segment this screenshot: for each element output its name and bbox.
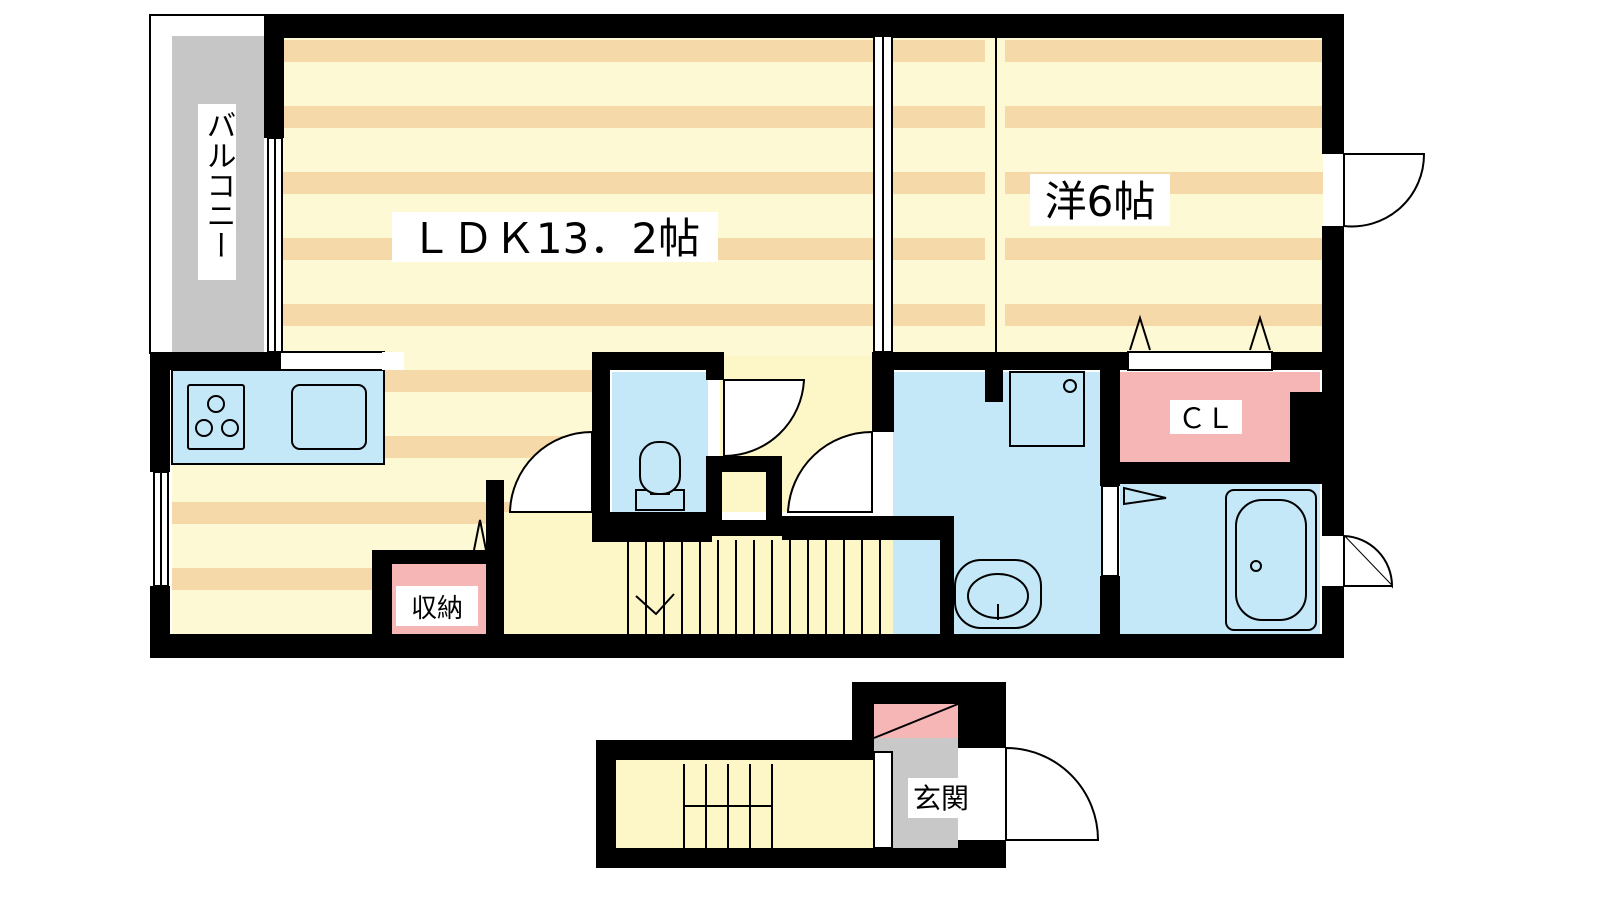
bathroom: [1120, 484, 1320, 636]
doors: [508, 153, 1426, 589]
balcony: バルコニー: [149, 14, 271, 354]
toilet-room: [612, 372, 708, 516]
entrance-floor: 玄関: [596, 682, 1100, 868]
storage-room: 収納: [392, 519, 487, 636]
storage-label: 収納: [411, 594, 463, 624]
closet-label: ＣＬ: [1178, 402, 1234, 435]
washroom: [893, 371, 1103, 636]
balcony-label: バルコニー: [201, 110, 236, 260]
kitchen-counter: [171, 351, 385, 465]
ldk-label: ＬＤＫ13．2帖: [410, 214, 700, 263]
walls: [150, 14, 1344, 658]
closet-room: ＣＬ: [1120, 314, 1320, 462]
western-room-label: 洋6帖: [1045, 177, 1156, 226]
entrance-label: 玄関: [913, 782, 969, 815]
partitions: [153, 35, 1119, 587]
